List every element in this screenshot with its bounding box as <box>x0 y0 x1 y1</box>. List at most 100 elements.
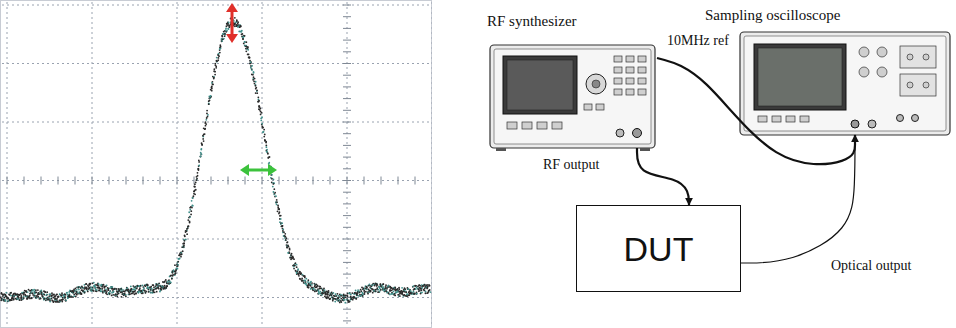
screen-frame <box>1 1 432 328</box>
trace-sample <box>285 239 287 241</box>
trace-sample <box>428 284 430 286</box>
trace-sample <box>305 282 307 284</box>
trace-sample <box>132 289 134 291</box>
trace-sample <box>13 295 15 297</box>
trace-sample <box>262 127 264 129</box>
trace-sample <box>44 291 46 293</box>
trace-sample <box>335 295 337 297</box>
trace-sample <box>114 288 116 290</box>
trace-sample <box>85 287 87 289</box>
grid-line <box>2 239 430 240</box>
trace-sample <box>170 281 172 283</box>
trace-sample <box>20 297 22 299</box>
trace-sample <box>183 246 185 248</box>
trace-sample <box>7 297 9 299</box>
trace-sample <box>152 284 154 286</box>
trace-sample <box>142 292 144 294</box>
grid-tick <box>343 262 351 263</box>
trace-sample <box>161 289 163 291</box>
trace-sample <box>404 294 406 296</box>
synthesizer-node: RF synthesizer <box>487 12 657 148</box>
trace-sample <box>382 283 384 285</box>
trace-sample <box>62 298 64 300</box>
trace-sample <box>184 235 186 237</box>
trace-sample <box>204 122 206 124</box>
trace-sample <box>200 153 202 155</box>
trace-sample <box>416 293 418 295</box>
trace-sample <box>186 230 188 232</box>
trace-sample <box>208 103 210 105</box>
trace-sample <box>114 288 116 290</box>
trace-sample <box>414 293 416 295</box>
trace-sample <box>74 289 76 291</box>
trace-sample <box>346 295 348 297</box>
trace-sample <box>21 293 23 295</box>
trace-sample <box>43 294 45 296</box>
trace-sample <box>194 183 196 185</box>
trace-sample <box>319 286 321 288</box>
trace-sample <box>185 239 187 241</box>
trace-sample <box>281 226 283 228</box>
grid-tick <box>398 177 399 185</box>
trace-sample <box>211 86 213 88</box>
trace-sample <box>274 192 276 194</box>
trace-sample <box>199 156 201 158</box>
trace-sample <box>392 288 394 290</box>
trace-sample <box>136 286 138 288</box>
trace-sample <box>129 293 131 295</box>
trace-sample <box>146 284 148 286</box>
trace-sample <box>360 289 362 291</box>
grid-tick <box>343 192 351 193</box>
trace-sample <box>157 285 159 287</box>
trace-sample <box>147 284 149 286</box>
trace-sample <box>339 302 341 304</box>
trace-sample <box>162 285 164 287</box>
trace-sample <box>203 140 205 142</box>
trace-sample <box>30 292 32 294</box>
trace-sample <box>53 294 55 296</box>
trace-sample <box>178 258 180 260</box>
trace-sample <box>48 299 50 301</box>
trace-sample <box>149 287 151 289</box>
trace-sample <box>186 228 188 230</box>
trace-sample <box>31 289 33 291</box>
trace-sample <box>90 290 92 292</box>
trace-sample <box>290 254 292 256</box>
trace-sample <box>344 302 346 304</box>
trace-sample <box>103 286 105 288</box>
trace-sample <box>26 297 28 299</box>
trace-sample <box>413 291 415 293</box>
grid-tick <box>41 177 42 185</box>
trace-sample <box>207 116 209 118</box>
trace-sample <box>358 292 360 294</box>
grid-tick <box>343 320 351 321</box>
trace-sample <box>247 46 249 48</box>
trace-sample <box>108 293 110 295</box>
trace-sample <box>76 289 78 291</box>
trace-sample <box>362 293 364 295</box>
trace-sample <box>114 294 116 296</box>
trace-sample <box>245 41 247 43</box>
trace-sample <box>390 287 392 289</box>
trace-sample <box>327 293 329 295</box>
trace-sample <box>429 289 431 291</box>
trace-sample <box>83 288 85 290</box>
trace-sample <box>340 298 342 300</box>
trace-sample <box>73 293 75 295</box>
trace-sample <box>93 285 95 287</box>
trace-sample <box>205 119 207 121</box>
connector-label: 10MHz ref <box>665 32 731 49</box>
trace-sample <box>255 84 257 86</box>
grid-line <box>262 2 263 326</box>
trace-sample <box>64 293 66 295</box>
trace-sample <box>426 288 428 290</box>
trace-sample <box>120 289 122 291</box>
trace-sample <box>204 128 206 130</box>
trace-sample <box>370 291 372 293</box>
trace-sample <box>280 225 282 227</box>
trace-sample <box>182 250 184 252</box>
trace-sample <box>291 253 293 255</box>
trace-sample <box>98 286 100 288</box>
trace-sample <box>180 252 182 254</box>
